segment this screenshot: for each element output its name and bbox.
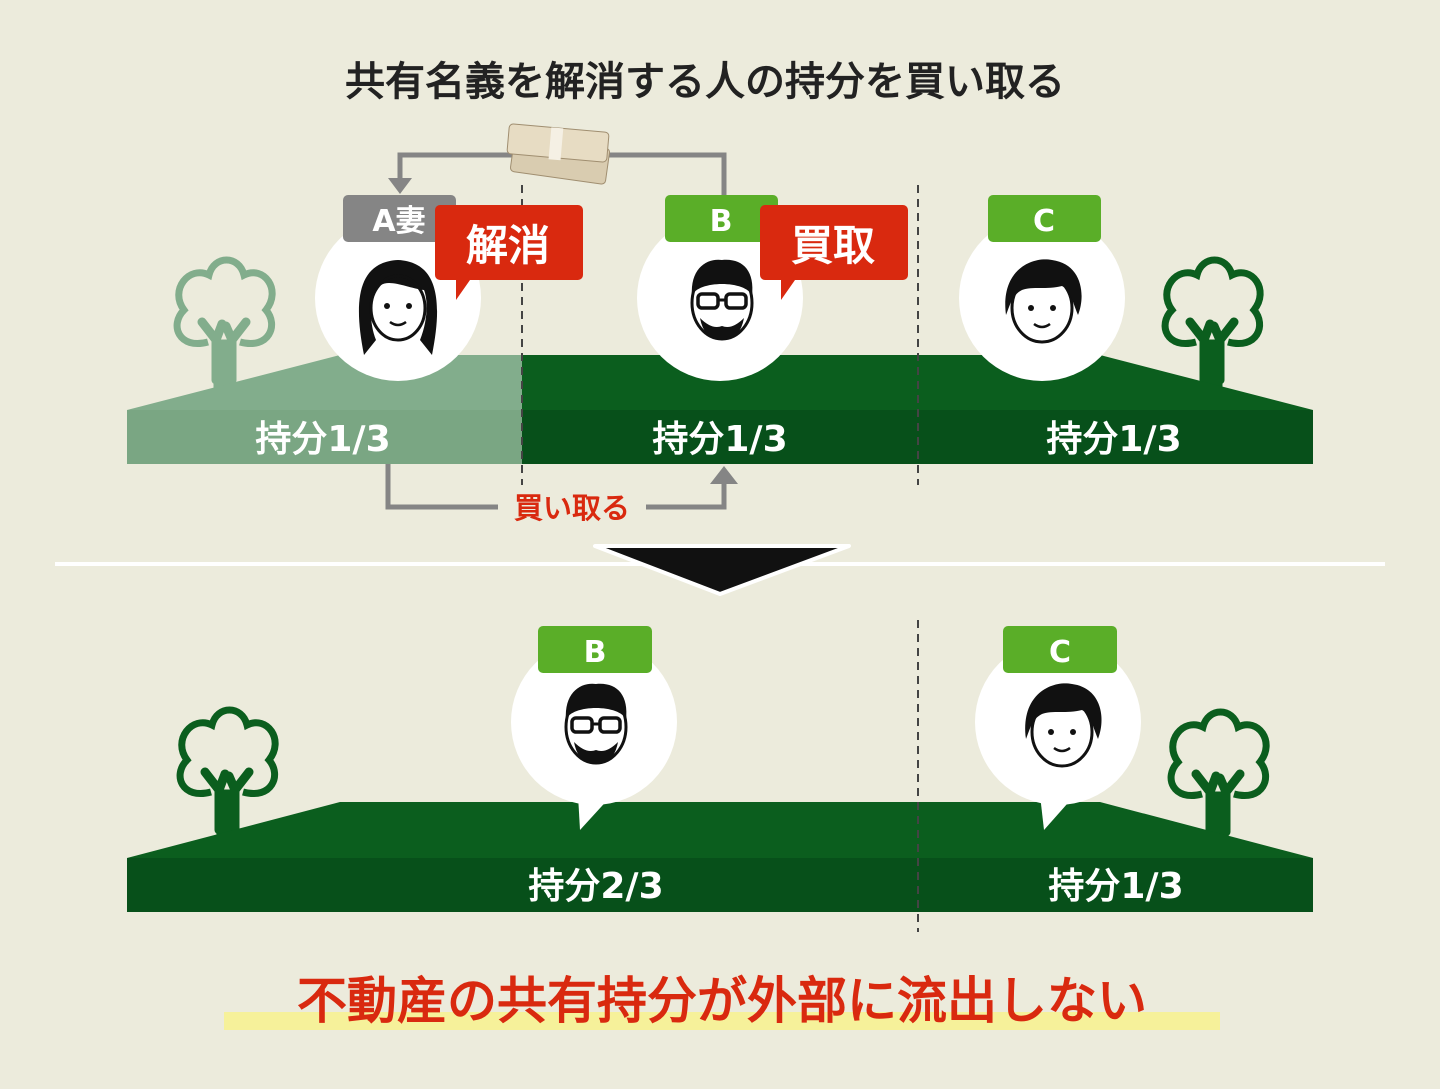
land-band-sold bbox=[127, 410, 522, 464]
person-b-after: B bbox=[511, 626, 677, 830]
before-section: 買い取る A妻 解消 B 買取 C 持分1/3 持分1/3 持分1/ bbox=[127, 123, 1313, 526]
arrow-head-icon bbox=[710, 466, 738, 484]
person-label: A妻 bbox=[372, 204, 425, 239]
share-label: 持分1/3 bbox=[652, 419, 787, 460]
status-badge bbox=[760, 205, 908, 300]
person-b: B 買取 bbox=[637, 195, 908, 381]
down-arrow-icon bbox=[593, 544, 851, 596]
conclusion-text: 不動産の共有持分が外部に流出しない bbox=[297, 972, 1147, 1030]
arrow-head-icon bbox=[388, 178, 412, 194]
share-label: 持分1/3 bbox=[255, 419, 390, 460]
share-label: 持分2/3 bbox=[528, 866, 663, 907]
person-label: C bbox=[1049, 635, 1071, 670]
status-badge bbox=[435, 205, 583, 300]
man-avatar-icon bbox=[564, 682, 629, 766]
person-c-after: C bbox=[975, 626, 1141, 830]
land-band bbox=[127, 858, 1313, 912]
person-c: C bbox=[959, 195, 1125, 381]
person-label: B bbox=[584, 635, 607, 670]
highlight-underline bbox=[224, 1012, 1220, 1030]
money-icon bbox=[506, 123, 611, 185]
badge-text: 買取 bbox=[791, 221, 875, 270]
man-avatar-icon bbox=[690, 258, 755, 342]
after-section: B C 持分2/3 持分1/3 bbox=[127, 620, 1313, 932]
share-label: 持分1/3 bbox=[1046, 419, 1181, 460]
transfer-label-bg bbox=[498, 488, 646, 526]
person-label: B bbox=[710, 204, 733, 239]
person-label: C bbox=[1033, 204, 1055, 239]
person-a: A妻 解消 bbox=[315, 195, 583, 381]
share-label: 持分1/3 bbox=[1048, 866, 1183, 907]
title: 共有名義を解消する人の持分を買い取る bbox=[345, 59, 1065, 105]
transfer-label: 買い取る bbox=[514, 491, 630, 525]
badge-text: 解消 bbox=[466, 221, 550, 270]
